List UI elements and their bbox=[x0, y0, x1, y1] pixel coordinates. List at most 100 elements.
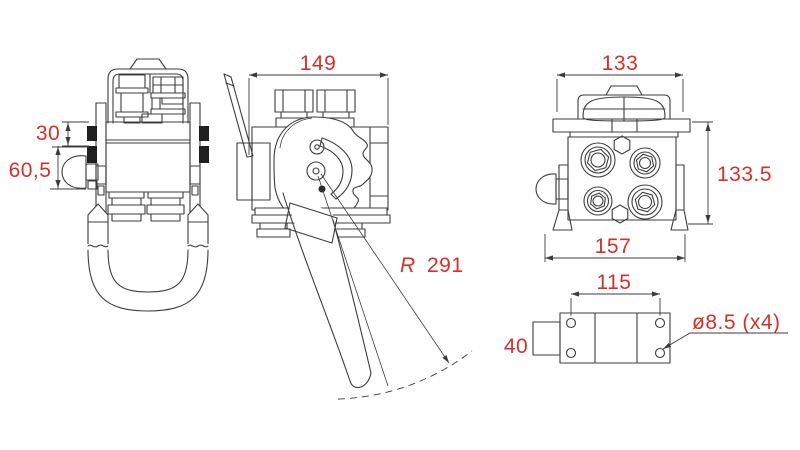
radius-prefix-label: R bbox=[400, 254, 416, 277]
shackle-right-leg bbox=[187, 203, 209, 244]
clamp-body bbox=[105, 121, 191, 193]
lever-handle-fill bbox=[285, 192, 371, 388]
dimension-arrow bbox=[652, 291, 660, 297]
knurled-plug bbox=[611, 204, 629, 224]
lever-clamp-block bbox=[284, 202, 338, 244]
dimension-arrow bbox=[55, 147, 61, 155]
port-bottom-left bbox=[583, 186, 613, 216]
plate-small-rect bbox=[97, 185, 105, 196]
bolt-stack-nut bbox=[146, 204, 185, 215]
dimension-arrow bbox=[677, 255, 685, 261]
dimension-label: 30 bbox=[36, 122, 60, 145]
dimension-height: 133.5 bbox=[688, 121, 772, 225]
shackle-relief-wave bbox=[187, 244, 209, 248]
rubber-pad bbox=[199, 146, 209, 163]
cap-top-bump bbox=[605, 85, 643, 96]
dimension-knob-offset: 60,5 bbox=[9, 146, 89, 190]
dimension-lines bbox=[50, 146, 89, 190]
lower-pivot bbox=[306, 161, 326, 181]
dimension-width: 149 bbox=[248, 52, 389, 155]
frame-top-bump bbox=[129, 58, 167, 70]
dimension-label: 149 bbox=[300, 52, 337, 75]
top-bolt-facets bbox=[282, 89, 306, 113]
radius-line bbox=[317, 175, 389, 387]
dimension-lines bbox=[544, 234, 686, 262]
bolt-stack-nut bbox=[107, 204, 146, 215]
top-bolt-neck bbox=[280, 111, 308, 119]
dimension-arrow bbox=[557, 72, 565, 78]
port-hex-nut bbox=[590, 192, 606, 210]
mechanism-facet-lines bbox=[152, 76, 184, 94]
dimension-pad-offset: 30 bbox=[36, 121, 89, 147]
mechanism-band bbox=[150, 92, 186, 99]
dimension-label: 60,5 bbox=[9, 159, 52, 182]
radius-arrow bbox=[442, 355, 449, 363]
knob-dome bbox=[61, 155, 87, 189]
side-view: 149 bbox=[223, 52, 473, 400]
cam-slot-outer bbox=[321, 137, 353, 200]
dimension-arrow bbox=[675, 72, 683, 78]
port-bore bbox=[590, 152, 606, 168]
left-foot bbox=[552, 209, 573, 231]
dimension-lines bbox=[556, 74, 684, 112]
mechanism-box bbox=[118, 74, 146, 89]
dimension-lines bbox=[688, 121, 713, 225]
cap-lens bbox=[582, 96, 666, 122]
lower-pivot-hole bbox=[312, 167, 320, 175]
rubber-pad bbox=[87, 146, 97, 163]
left-side-plate bbox=[95, 102, 107, 219]
cam-chamfer-arc bbox=[279, 117, 313, 149]
port-bore bbox=[637, 194, 653, 210]
hole-note-annotation: ø8.5 (x4) bbox=[662, 311, 788, 350]
mechanism-band bbox=[150, 108, 186, 115]
rubber-pad bbox=[87, 126, 97, 141]
radius-value-label: 291 bbox=[427, 254, 464, 277]
clamp-body-split-line bbox=[105, 139, 191, 144]
dimension-hole-spacing: 115 bbox=[570, 271, 661, 316]
port-outer-ring bbox=[627, 184, 663, 220]
base-view: 115 40 ø8.5 (x4) bbox=[504, 271, 788, 364]
bottom-nut bbox=[256, 228, 291, 238]
base-plate-lines bbox=[594, 312, 638, 364]
tab-width-label: 40 bbox=[504, 335, 528, 358]
mounting-hole bbox=[654, 317, 666, 329]
top-bolt-neck bbox=[322, 111, 350, 119]
port-inner-ring bbox=[586, 189, 610, 213]
upper-pivot bbox=[309, 139, 325, 155]
pivot-block bbox=[236, 142, 271, 201]
mechanism-grip-end bbox=[120, 92, 144, 113]
lever-left-edge bbox=[282, 192, 351, 382]
dimension-arrow bbox=[65, 123, 71, 131]
dimension-label: 115 bbox=[597, 271, 632, 294]
plate-lower-rect bbox=[189, 165, 201, 185]
port-outer-ring bbox=[629, 147, 661, 179]
mechanism-band bbox=[115, 87, 149, 94]
bolt-stack-band bbox=[111, 197, 142, 206]
right-side-plate bbox=[189, 102, 201, 219]
port-top-right bbox=[629, 147, 661, 179]
port-hex-nut bbox=[635, 153, 655, 173]
lever-tip bbox=[349, 372, 372, 389]
shackle-inner-bow bbox=[107, 249, 189, 293]
shackle-outer-bow bbox=[87, 249, 209, 312]
mechanism-tab bbox=[123, 116, 141, 124]
dimension-arrow bbox=[571, 291, 579, 297]
port-outer-ring bbox=[583, 186, 613, 216]
top-bolt-facets bbox=[324, 89, 348, 113]
cam-slot-ends bbox=[319, 137, 337, 200]
mounting-hole bbox=[565, 317, 577, 329]
cap-outline bbox=[577, 94, 671, 120]
right-bracket bbox=[675, 164, 685, 211]
dimension-label: 133 bbox=[602, 52, 639, 75]
plate-lower-rect bbox=[95, 165, 107, 185]
bottom-nut-band bbox=[259, 222, 288, 230]
base-plate bbox=[559, 312, 671, 364]
port-hex-nut bbox=[634, 191, 656, 213]
radius-annotation: R 291 bbox=[317, 173, 473, 400]
flange-step bbox=[569, 131, 679, 138]
mechanism-detail-rect bbox=[151, 97, 161, 110]
shackle-left-leg bbox=[87, 203, 109, 244]
dimension-lines bbox=[62, 121, 89, 147]
mounting-hole bbox=[654, 347, 666, 359]
